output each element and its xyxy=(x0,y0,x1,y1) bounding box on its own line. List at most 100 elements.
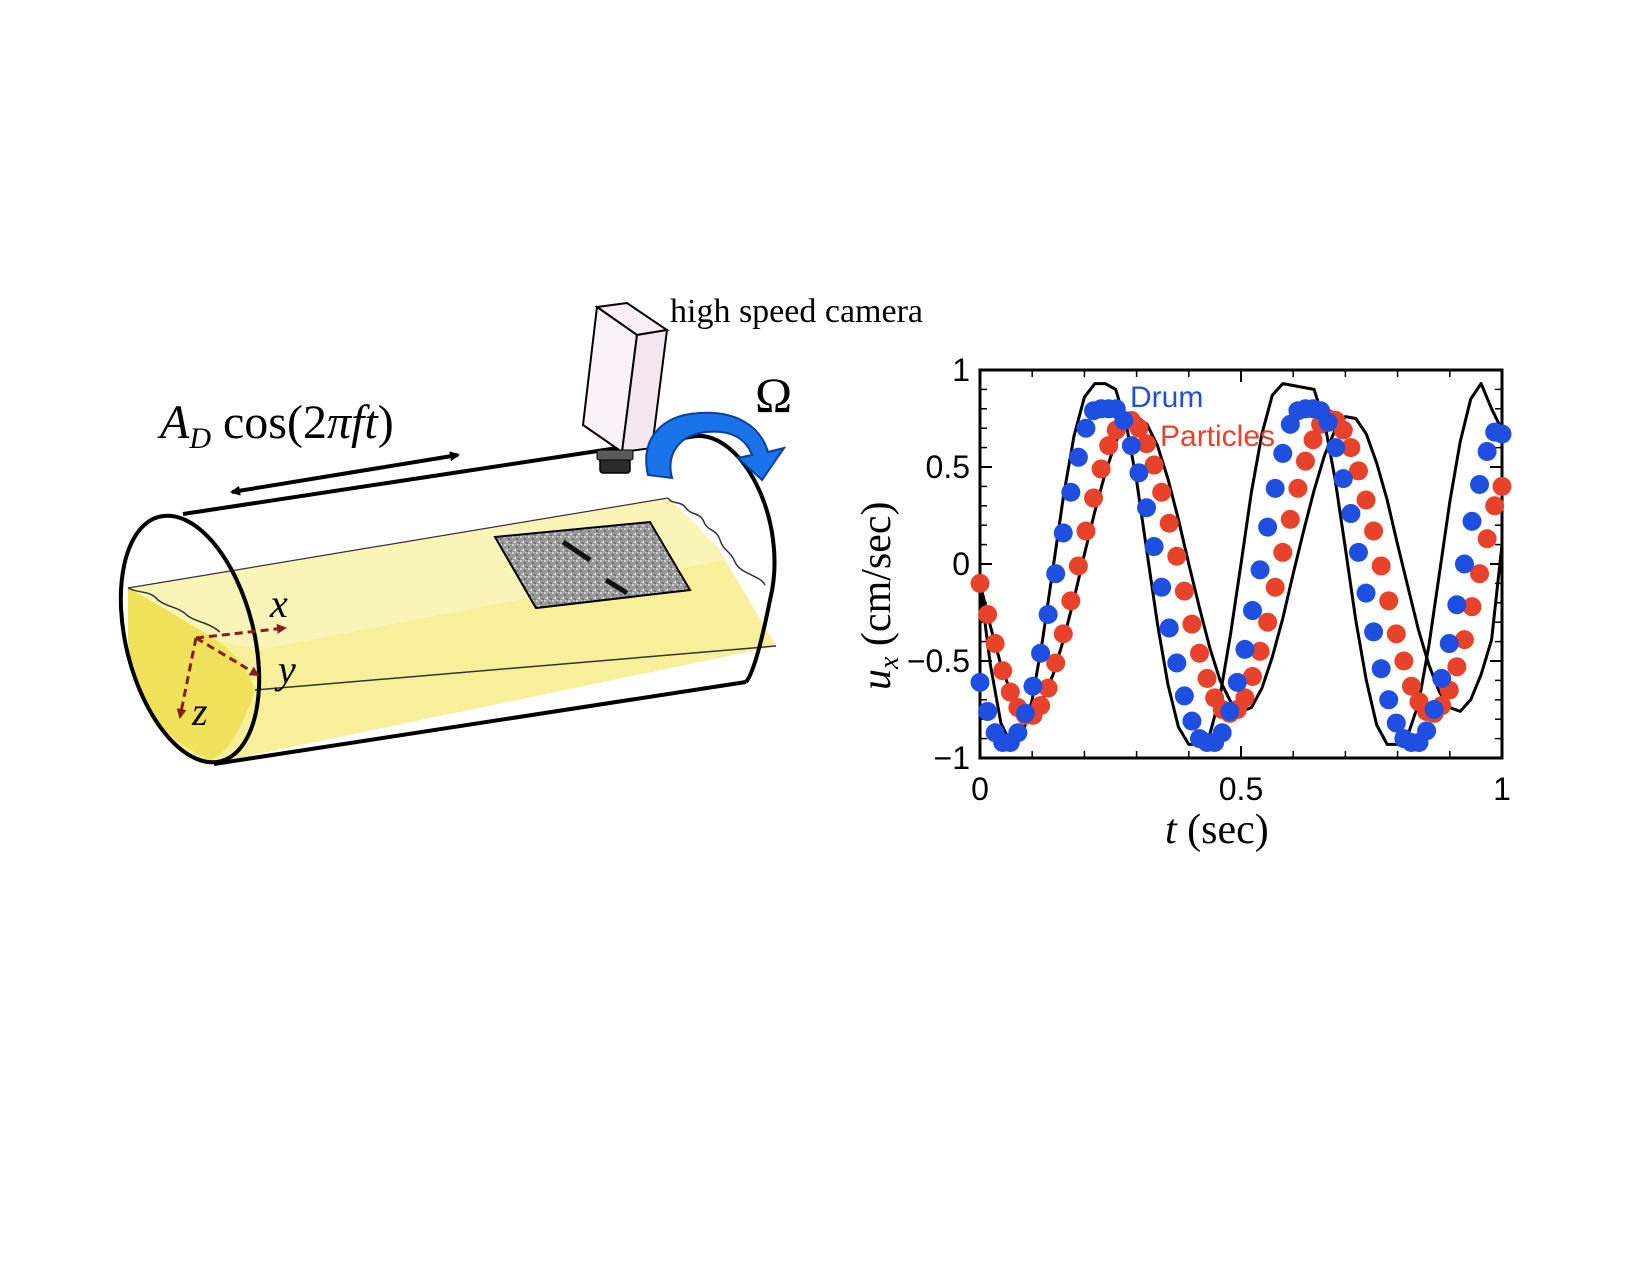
drum-point xyxy=(1333,469,1353,489)
drum-point xyxy=(1152,577,1172,597)
drum-point xyxy=(1046,564,1066,584)
drum-point xyxy=(1447,595,1467,615)
drum-point xyxy=(1492,424,1512,444)
axis-x-label: x xyxy=(269,581,288,626)
particles-point xyxy=(1379,591,1399,611)
particles-point xyxy=(1492,476,1512,496)
y-tick-label: −1 xyxy=(934,740,970,776)
particles-point xyxy=(1061,591,1081,611)
particles-point xyxy=(1394,651,1414,671)
y-tick-label: −0.5 xyxy=(907,643,970,679)
drum-point xyxy=(1038,604,1058,624)
drum-point xyxy=(1379,690,1399,710)
drum-point xyxy=(1008,723,1028,743)
coordinate-axes: x y z xyxy=(176,581,296,734)
x-axis-label: t (sec) xyxy=(1165,807,1269,853)
drive-formula: AD cos(2πft) xyxy=(157,396,394,455)
particles-point xyxy=(1084,488,1104,508)
particles-point xyxy=(1348,461,1368,481)
x-tick-label: 1 xyxy=(1493,771,1511,807)
axis-z-label: z xyxy=(191,689,208,734)
particles-point xyxy=(1386,624,1406,644)
drum-point xyxy=(1114,410,1134,430)
legend-particles: Particles xyxy=(1160,420,1275,453)
drum-point xyxy=(1076,418,1096,438)
particles-point xyxy=(1265,577,1285,597)
drum-point xyxy=(1439,634,1459,654)
particles-point xyxy=(1462,597,1482,617)
drum-point xyxy=(1068,447,1088,467)
drum-point xyxy=(1326,438,1346,458)
particles-point xyxy=(1288,478,1308,498)
camera-label: high speed camera xyxy=(670,293,923,330)
fluid-wave-left xyxy=(127,587,221,633)
axis-y-label: y xyxy=(274,647,296,692)
drum-point xyxy=(1470,474,1490,494)
particles-point xyxy=(1031,696,1051,716)
particles-point xyxy=(1485,496,1505,516)
particles-point xyxy=(1197,668,1217,688)
legend-drum: Drum xyxy=(1130,381,1203,414)
drum-point xyxy=(1167,653,1187,673)
particles-point xyxy=(978,604,998,624)
drum-point xyxy=(1159,618,1179,638)
particles-point xyxy=(1038,678,1058,698)
drum-point xyxy=(1227,672,1247,692)
particles-point xyxy=(1091,459,1111,479)
particles-point xyxy=(1447,657,1467,677)
particles-point xyxy=(1190,643,1210,663)
particles-point xyxy=(970,573,990,593)
particles-point xyxy=(1356,490,1376,510)
particles-point xyxy=(1159,513,1179,533)
drum-point xyxy=(1454,554,1474,574)
drum-point xyxy=(1235,639,1255,659)
drum-point xyxy=(1477,441,1497,461)
drum-point xyxy=(1220,701,1240,721)
particles-point xyxy=(1242,667,1262,687)
drum-point xyxy=(1061,482,1081,502)
particles-point xyxy=(1152,482,1172,502)
drum-point xyxy=(1258,517,1278,537)
rotation-arrow-icon xyxy=(645,411,787,482)
drum-point xyxy=(1386,713,1406,733)
camera-icon xyxy=(581,301,670,474)
particles-point xyxy=(1371,556,1391,576)
drum-point xyxy=(1356,583,1376,603)
y-tick-label: 0.5 xyxy=(926,449,970,485)
drum-point xyxy=(1265,478,1285,498)
particles-point xyxy=(1137,434,1157,454)
drum-point xyxy=(1121,436,1141,456)
particles-point xyxy=(1000,682,1020,702)
drum-point xyxy=(1341,504,1361,524)
particles-point xyxy=(1470,564,1490,584)
x-axis-arrow xyxy=(195,623,287,640)
drum-point xyxy=(1462,511,1482,531)
rotation-omega-label: Ω xyxy=(755,367,792,423)
drum-point xyxy=(1273,443,1293,463)
drum-point xyxy=(1212,723,1232,743)
drum-point xyxy=(970,672,990,692)
particles-point xyxy=(1401,676,1421,696)
fluid-end xyxy=(128,588,255,760)
particles-point xyxy=(1295,451,1315,471)
drive-pi: π xyxy=(327,396,353,449)
axis-ticks xyxy=(979,369,1503,759)
drum-point xyxy=(1129,463,1149,483)
drum-point xyxy=(1031,643,1051,663)
particles-point xyxy=(1174,581,1194,601)
particles-point xyxy=(1273,542,1293,562)
particles-point xyxy=(1068,556,1088,576)
drum-point xyxy=(1364,622,1384,642)
piv-image-inset xyxy=(493,520,692,610)
particles-point xyxy=(1144,455,1164,475)
x-tick-label: 0 xyxy=(971,771,989,807)
particles-point xyxy=(1341,438,1361,458)
particles-point xyxy=(1099,436,1119,456)
drum-point xyxy=(1318,412,1338,432)
drum-diagram: x y z AD cos(2πft) high speed camera Ω xyxy=(118,293,923,766)
particles-point xyxy=(1129,418,1149,438)
drum-point xyxy=(1417,721,1437,741)
y-tick-label: 1 xyxy=(952,352,970,388)
